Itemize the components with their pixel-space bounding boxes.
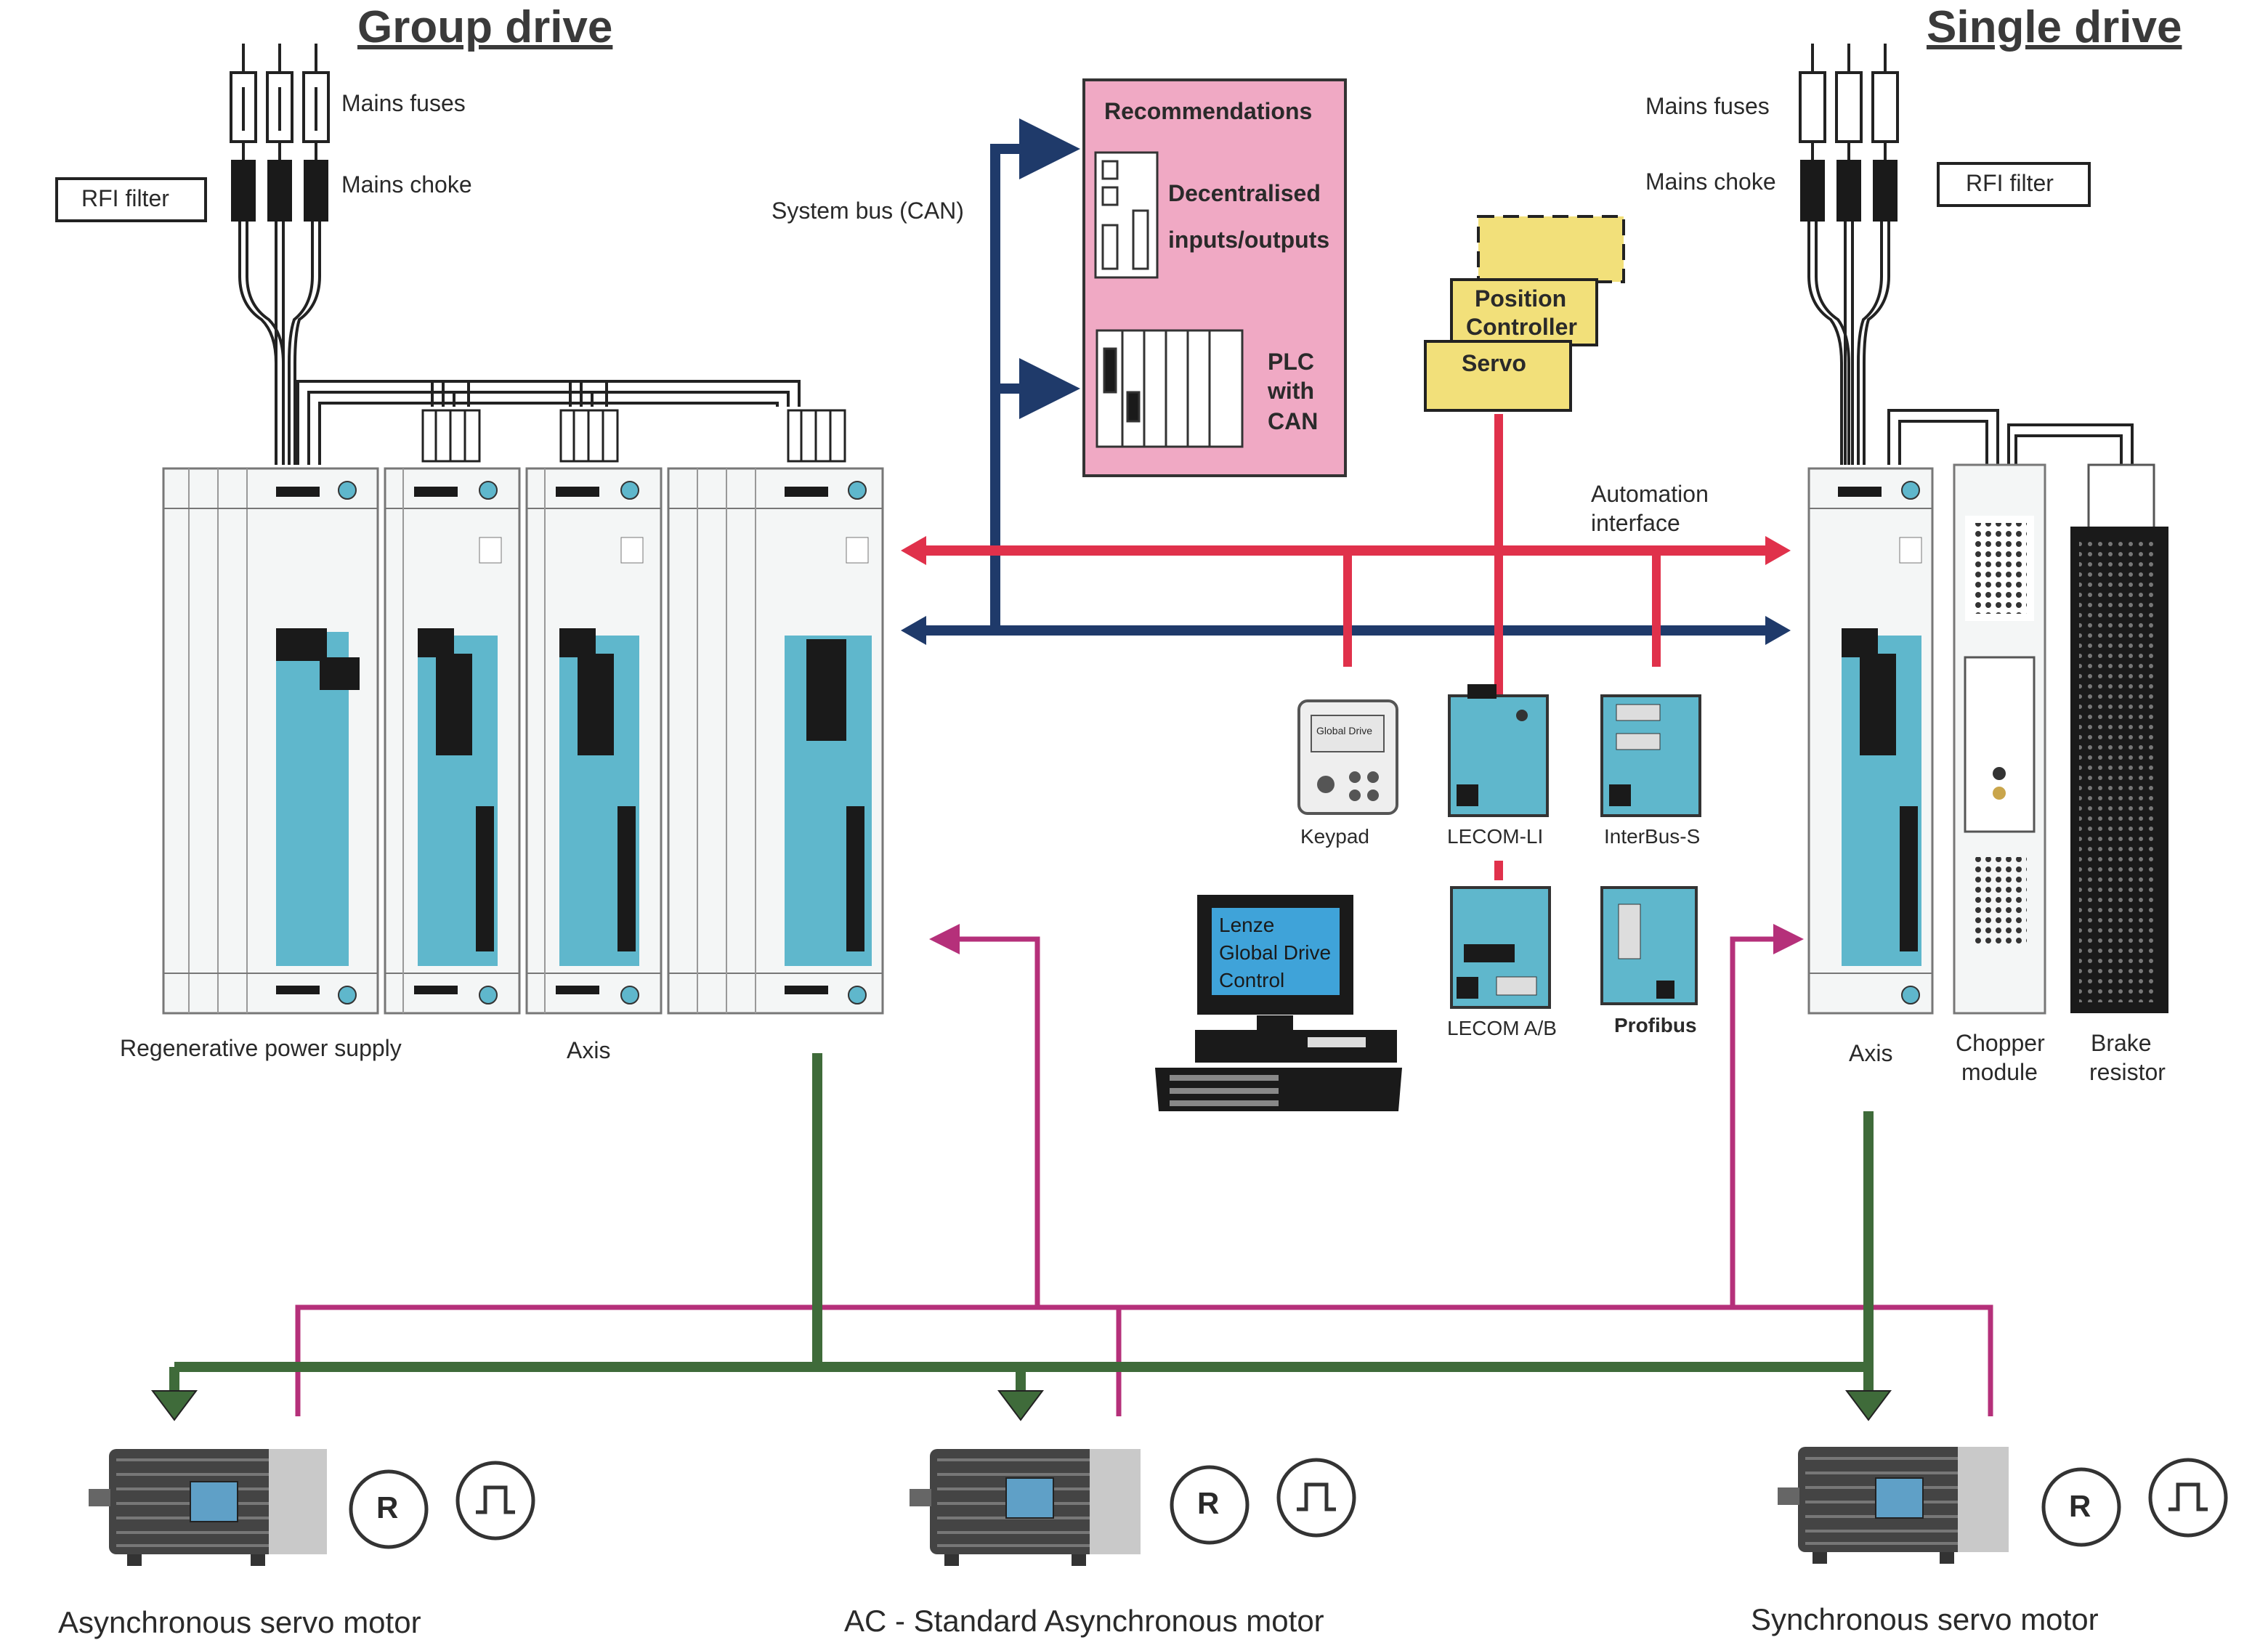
- motor-1-resolver: R: [376, 1490, 399, 1525]
- group-dc-connectors: [421, 409, 846, 463]
- group-rfi-filter-label: RFI filter: [81, 185, 169, 211]
- single-mains-cables: [1807, 142, 2134, 465]
- single-axis-label: Axis: [1849, 1040, 1893, 1066]
- pc-screen-line-3: Control: [1219, 969, 1285, 991]
- system-bus-label: System bus (CAN): [771, 198, 964, 224]
- single-mains-choke-label: Mains choke: [1645, 169, 1776, 195]
- group-mains-choke: [231, 160, 328, 222]
- plc-label-1: PLC: [1268, 349, 1314, 375]
- group-mains-cables: [238, 142, 801, 465]
- chopper-label-2: module: [1961, 1059, 2038, 1085]
- group-axis-label: Axis: [567, 1037, 611, 1063]
- motor-3: [1778, 1447, 2228, 1564]
- automation-bus-arrow-right: [1765, 536, 1791, 565]
- group-mains-choke-label: Mains choke: [341, 171, 472, 198]
- servo-box: [1424, 340, 1572, 412]
- keypad-screen-text: Global Drive: [1316, 725, 1373, 736]
- dashed-option-box: [1477, 215, 1625, 283]
- position-label-2: Controller: [1466, 314, 1577, 340]
- motor-2-resolver: R: [1197, 1486, 1220, 1520]
- lecom-li-module: [1448, 684, 1549, 817]
- servo-label: Servo: [1462, 350, 1526, 376]
- lecom-ab-label: LECOM A/B: [1447, 1017, 1557, 1039]
- pc-workstation: [1155, 895, 1402, 1111]
- group-drive-title: Group drive: [357, 2, 613, 52]
- brake-resistor-unit: [2070, 463, 2168, 1013]
- motor-power-lines: [169, 1053, 1874, 1395]
- profibus-module: [1600, 886, 1698, 1005]
- single-rfi-filter-box: [1937, 162, 2091, 207]
- profibus-label: Profibus: [1614, 1014, 1697, 1036]
- plc-label-2: with: [1268, 378, 1314, 404]
- position-label-1: Position: [1475, 285, 1567, 312]
- interbus-label: InterBus-S: [1604, 825, 1701, 848]
- motor-2: [910, 1449, 1356, 1566]
- group-drive-units: [162, 467, 884, 1015]
- plc-label-3: CAN: [1268, 408, 1319, 434]
- recommendations-title: Recommendations: [1104, 98, 1313, 124]
- single-mains-choke: [1800, 160, 1898, 222]
- decentral-io-device: [1094, 151, 1159, 279]
- single-axis-unit: [1807, 467, 1934, 1015]
- keypad-label: Keypad: [1300, 825, 1369, 848]
- group-mains-fuses: [230, 44, 330, 143]
- single-drive-title: Single drive: [1927, 2, 2182, 52]
- automation-bus-arrow-left: [901, 536, 926, 565]
- automation-drops: [1343, 414, 1661, 880]
- motor-1: [89, 1449, 535, 1566]
- brake-label-2: resistor: [2089, 1059, 2166, 1085]
- motor-3-label: Synchronous servo motor: [1751, 1602, 2099, 1636]
- motor-2-label: AC - Standard Asynchronous motor: [844, 1604, 1324, 1638]
- navy-bus-arrow-left: [901, 616, 926, 645]
- system-bus-can: [990, 118, 1080, 630]
- chopper-label-1: Chopper: [1956, 1030, 2045, 1056]
- group-rfi-filter-box: [55, 177, 207, 222]
- decentral-label-2: inputs/outputs: [1168, 227, 1330, 253]
- single-mains-fuses: [1799, 44, 1899, 143]
- lecom-li-label: LECOM-LI: [1447, 825, 1544, 848]
- motor-3-resolver: R: [2069, 1489, 2091, 1523]
- automation-label-2: interface: [1591, 510, 1680, 536]
- motor-power-arrowheads: [151, 1390, 1892, 1421]
- keypad-device: [1297, 699, 1398, 815]
- interbus-module: [1600, 694, 1701, 817]
- pc-screen-line-1: Lenze: [1219, 914, 1275, 936]
- chopper-module-unit: [1953, 463, 2046, 1015]
- single-rfi-filter-label: RFI filter: [1966, 170, 2054, 196]
- lecom-ab-module: [1450, 886, 1551, 1009]
- group-mains-fuses-label: Mains fuses: [341, 90, 466, 116]
- single-mains-fuses-label: Mains fuses: [1645, 93, 1770, 119]
- decentral-label-1: Decentralised: [1168, 180, 1321, 206]
- brake-label-1: Brake: [2091, 1030, 2152, 1056]
- automation-label-1: Automation: [1591, 481, 1709, 507]
- pc-screen-line-2: Global Drive: [1219, 941, 1332, 964]
- regen-supply-label: Regenerative power supply: [120, 1035, 402, 1061]
- motor-1-label: Asynchronous servo motor: [58, 1605, 421, 1639]
- navy-bus-arrow-right: [1765, 616, 1791, 645]
- plc-device: [1095, 329, 1244, 448]
